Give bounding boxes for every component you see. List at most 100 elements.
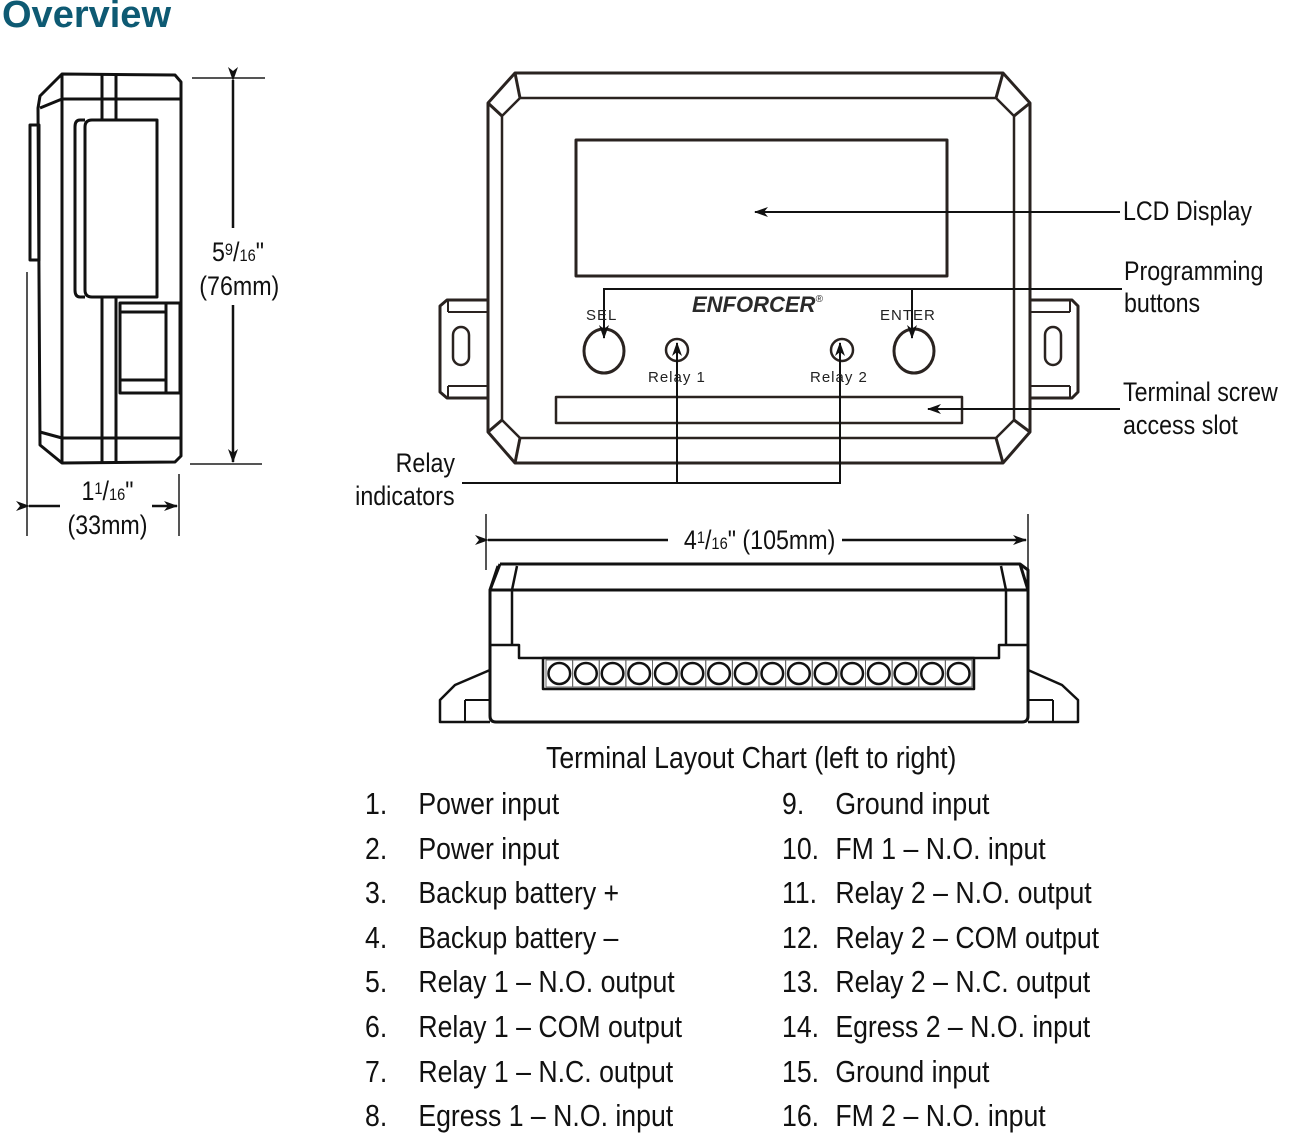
relay-indicators-callout-line2: indicators [355, 481, 455, 511]
terminal-list-item: 4. Backup battery – [365, 920, 682, 965]
side-view [28, 72, 183, 465]
terminal-screws [545, 659, 973, 688]
terminal-list-item: 14. Egress 2 – N.O. input [782, 1009, 1099, 1054]
front-width-dimension [475, 514, 1029, 570]
relay2-led [829, 337, 855, 363]
terminal-list-item: 7. Relay 1 – N.C. output [365, 1054, 682, 1099]
terminal-number: 14. [782, 1008, 820, 1044]
front-width-label: 41/16" (105mm) [683, 525, 835, 559]
terminal-number: 4. [365, 919, 388, 955]
side-view-lcd-bezel [83, 118, 159, 299]
terminal-number: 3. [365, 875, 388, 911]
terminal-screw [600, 661, 625, 686]
terminal-list-item: 9.Ground input [782, 786, 1099, 831]
enforcer-logo: ENFORCER® [692, 292, 823, 317]
callout-lines [462, 207, 1122, 484]
terminal-list-item: 13. Relay 2 – N.C. output [782, 964, 1099, 1009]
relay-indicators-callout-line1: Relay [395, 448, 455, 478]
terminal-list-item: 10. FM 1 – N.O. input [782, 831, 1099, 876]
terminal-number: 13. [782, 964, 820, 1000]
terminal-screw [866, 661, 891, 686]
terminal-description: Power input [418, 830, 560, 866]
terminal-list-item: 1. Power input [365, 786, 682, 831]
page-title: Overview [2, 0, 171, 36]
terminal-block [541, 656, 976, 691]
terminal-description: FM 2 – N.O. input [835, 1098, 1046, 1134]
terminal-number: 11. [782, 875, 818, 911]
terminal-screw [786, 661, 811, 686]
side-view-body [36, 72, 183, 465]
terminal-screw [733, 661, 758, 686]
terminal-number: 5. [365, 964, 388, 1000]
side-depth-dimension [16, 272, 180, 536]
relay2-label: Relay 2 [810, 369, 868, 386]
terminal-list-item: 3. Backup battery + [365, 875, 682, 920]
terminal-description: Egress 1 – N.O. input [418, 1098, 674, 1134]
terminal-description: Relay 1 – N.C. output [418, 1053, 674, 1089]
terminal-list-item: 2. Power input [365, 831, 682, 876]
enter-label: ENTER [880, 307, 936, 324]
lcd-display-callout: LCD Display [1123, 196, 1253, 226]
terminal-screw [547, 661, 572, 686]
terminal-description: Relay 2 – COM output [835, 919, 1100, 955]
terminal-description: Backup battery – [418, 919, 619, 955]
terminal-number: 7. [365, 1053, 388, 1089]
left-mounting-tab [438, 298, 488, 400]
terminal-number: 1. [365, 786, 388, 821]
terminal-list-item: 8. Egress 1 – N.O. input [365, 1098, 682, 1143]
terminal-screw [813, 661, 838, 686]
terminal-description: Relay 1 – COM output [418, 1008, 683, 1044]
terminal-description: Backup battery + [418, 875, 620, 911]
terminal-list-item: 6. Relay 1 – COM output [365, 1009, 682, 1054]
terminal-screw [573, 661, 598, 686]
terminal-screw [920, 661, 945, 686]
terminal-screw [840, 661, 865, 686]
terminal-description: FM 1 – N.O. input [835, 830, 1046, 866]
bottom-view [438, 562, 1080, 724]
terminal-description: Power input [418, 786, 560, 821]
side-height-label: 59/16" (76mm) [199, 237, 280, 301]
terminal-list-item: 15. Ground input [782, 1054, 1099, 1099]
programming-buttons-callout-line2: buttons [1124, 288, 1201, 318]
front-view-outer [486, 71, 1032, 465]
lcd-display [574, 138, 949, 278]
enter-button [892, 327, 936, 375]
terminal-screw [893, 661, 918, 686]
sel-label: SEL [586, 307, 618, 324]
side-view-clip [28, 123, 41, 262]
terminal-number: 8. [365, 1098, 388, 1134]
terminal-description: Relay 2 – N.C. output [835, 964, 1091, 1000]
terminal-screw [946, 661, 971, 686]
terminal-number: 9. [782, 786, 805, 821]
terminal-list-item: 11. Relay 2 – N.O. output [782, 875, 1099, 920]
terminal-number: 6. [365, 1008, 388, 1044]
terminal-screw [680, 661, 705, 686]
sel-callout-line [599, 288, 1122, 339]
terminal-number: 10. [782, 830, 820, 866]
terminal-slot-callout-line2: access slot [1123, 410, 1238, 440]
right-mounting-tab [1030, 298, 1080, 400]
terminal-number: 15. [782, 1053, 820, 1089]
terminal-number: 16. [782, 1098, 820, 1134]
side-depth-label: 11/16" (33mm) [67, 476, 148, 540]
relay1-label: Relay 1 [648, 369, 706, 386]
programming-buttons-callout-line1: Programming [1124, 256, 1264, 286]
terminal-number: 12. [782, 919, 820, 955]
terminal-description: Relay 1 – N.O. output [418, 964, 675, 1000]
terminal-screw-slot [554, 395, 964, 425]
terminal-list-left: 1. Power input 2. Power input 3. Backup batte… [365, 786, 734, 1143]
terminal-list-item: 12. Relay 2 – COM output [782, 920, 1099, 965]
terminal-description: Egress 2 – N.O. input [835, 1008, 1091, 1044]
terminal-description: Ground input [835, 1053, 990, 1089]
terminal-cell [944, 659, 973, 688]
front-view [438, 71, 1080, 465]
terminal-list-item: 5. Relay 1 – N.O. output [365, 964, 682, 1009]
terminal-description: Relay 2 – N.O. output [835, 875, 1092, 911]
terminal-slot-callout-line1: Terminal screw [1123, 377, 1278, 407]
terminal-screw [653, 661, 678, 686]
terminal-number: 2. [365, 830, 388, 866]
terminal-chart-title: Terminal Layout Chart (left to right) [546, 740, 957, 775]
terminal-list-item: 16. FM 2 – N.O. input [782, 1098, 1099, 1143]
